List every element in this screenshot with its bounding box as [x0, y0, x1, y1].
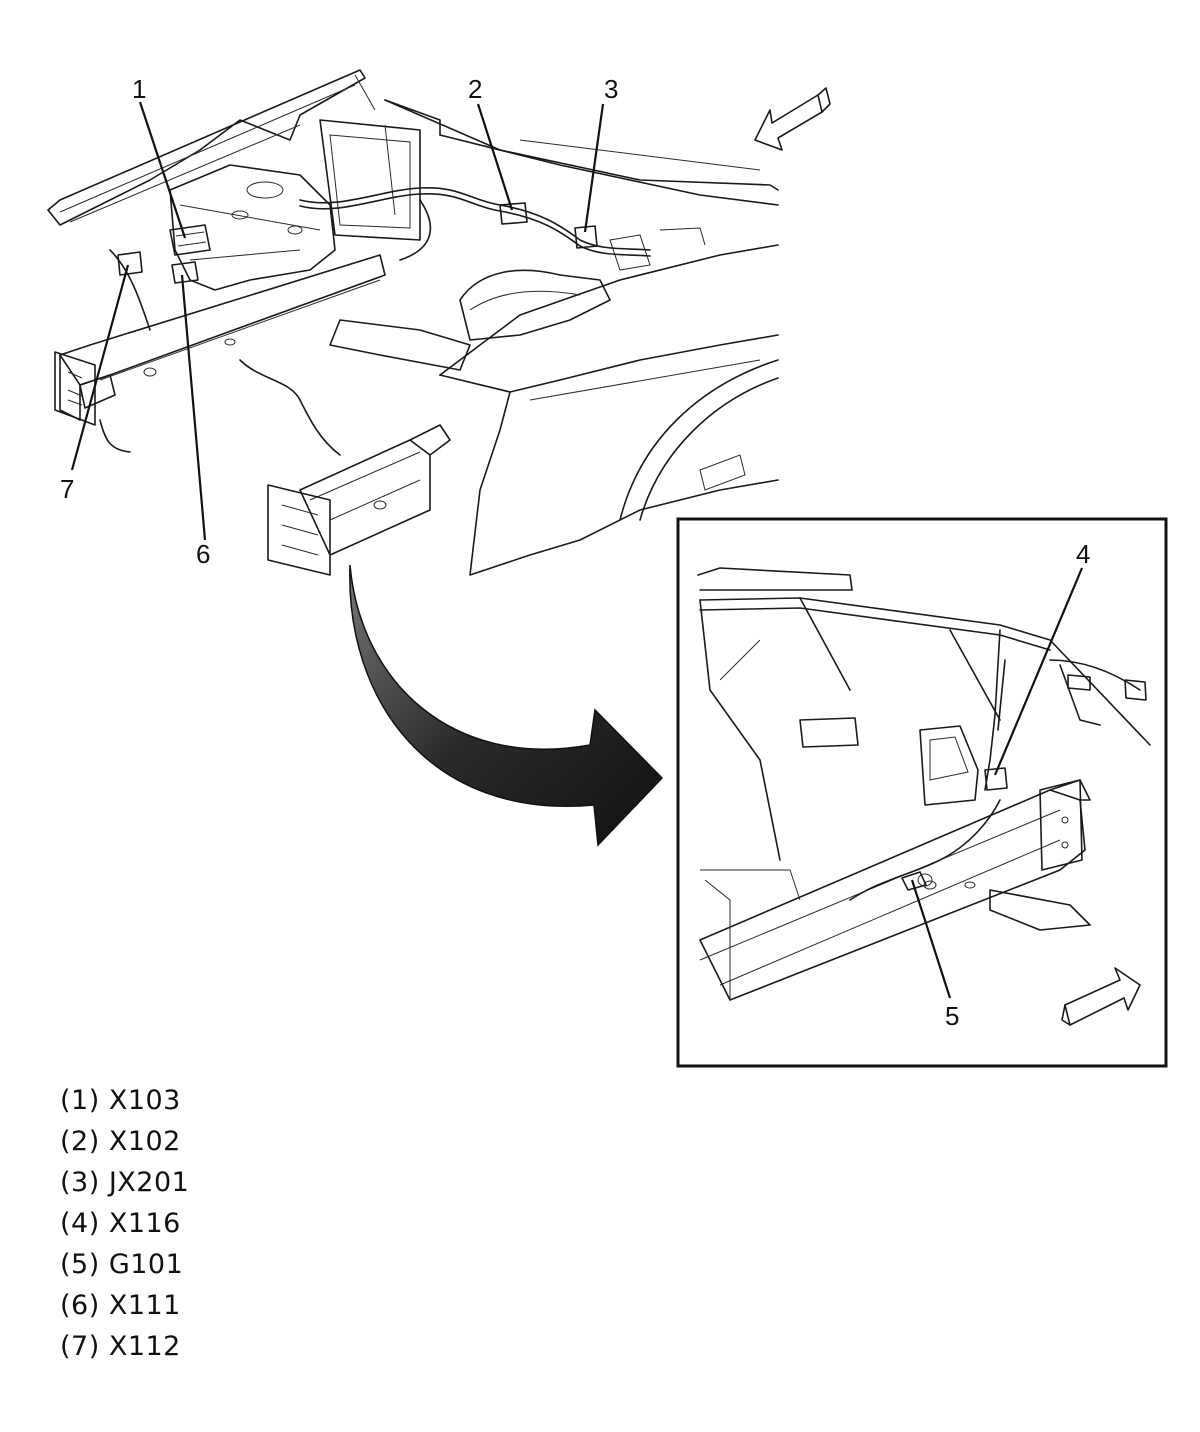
callout-1: 1 — [132, 74, 146, 104]
leader-lines — [70, 101, 1084, 999]
inset-view-arrow-icon — [1064, 967, 1141, 1026]
callout-2: 2 — [468, 74, 482, 104]
detail-inset — [676, 517, 1168, 1068]
callout-3: 3 — [604, 74, 618, 104]
callout-4: 4 — [1076, 539, 1090, 569]
legend-item-6: (6) X111 — [60, 1290, 181, 1321]
callout-5: 5 — [945, 1001, 959, 1031]
callout-labels: 1 2 3 4 5 6 7 — [60, 74, 1090, 1031]
legend-item-3: (3) JX201 — [60, 1167, 190, 1198]
component-legend: (1) X103 (2) X102 (3) JX201 (4) X116 (5)… — [60, 1080, 460, 1367]
engine-compartment-diagram: 1 2 3 4 5 6 7 — [47, 69, 1168, 1068]
view-direction-arrow-icon — [754, 87, 831, 151]
detail-transition-arrow-icon — [349, 564, 664, 847]
callout-7: 7 — [60, 474, 74, 504]
legend-item-5: (5) G101 — [60, 1249, 184, 1280]
main-illustration — [47, 69, 779, 576]
legend-item-4: (4) X116 — [60, 1208, 181, 1239]
legend-item-1: (1) X103 — [60, 1085, 181, 1116]
legend-item-7: (7) X112 — [60, 1331, 181, 1362]
legend-item-2: (2) X102 — [60, 1126, 181, 1157]
callout-6: 6 — [196, 539, 210, 569]
